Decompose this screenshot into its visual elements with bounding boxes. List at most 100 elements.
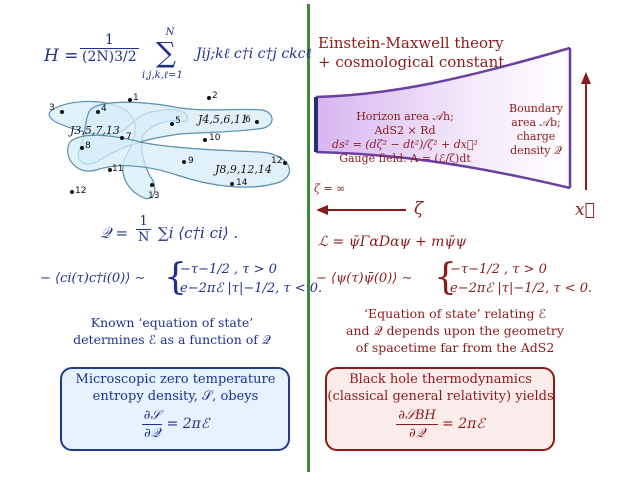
site-dot — [203, 138, 207, 142]
site-dot — [207, 96, 211, 100]
ads2-geometry: Horizon area 𝒜h; AdS2 × Rd ds² = (dζ² − … — [310, 40, 610, 240]
right-caption-line: ‘Equation of state’ relating ℰ — [364, 306, 546, 321]
box-left-rhs: = 2πℰ — [166, 416, 210, 432]
box-left-num: ∂𝒮 — [141, 408, 163, 425]
site-dot — [182, 160, 186, 164]
box-right-line: (classical general relativity) yields — [327, 389, 554, 404]
box-left-derivative: ∂𝒮 ∂𝒬 — [141, 407, 163, 442]
boundary-line: area 𝒜b; — [511, 116, 561, 129]
site-dot — [150, 183, 154, 187]
box-left-line: entropy density, 𝒮, obeys — [92, 389, 259, 404]
site-dot — [108, 168, 112, 172]
syk-diagram: 1 2 3 4 5 6 7 8 9 10 11 12 12 13 14 J3,5… — [40, 90, 302, 205]
site-label: 2 — [212, 91, 218, 101]
site-dot — [170, 122, 174, 126]
horizon-line: ds² = (dζ² − dt²)/ζ² + dx⃗² — [332, 138, 478, 151]
boundary-line: charge — [516, 130, 556, 143]
green-left-lhs: − ⟨ci(τ)c†i(0)⟩ ∼ — [40, 271, 146, 286]
sum-upper-limit: N — [165, 27, 175, 38]
site-dot — [120, 136, 124, 140]
charge-prefactor: 1 N — [136, 214, 152, 245]
site-dot — [255, 120, 259, 124]
site-label: 5 — [175, 116, 181, 126]
boundary-line: Boundary — [509, 102, 563, 115]
right-title-line: Einstein-Maxwell theory — [318, 34, 504, 52]
hamiltonian-summand: Jij;kℓ c†i c†j ckcℓ — [196, 46, 312, 62]
box-right-num: ∂𝒮BH — [396, 408, 438, 425]
box-right-rhs: = 2πℰ — [442, 416, 485, 432]
site-dot — [283, 161, 287, 165]
site-dot — [96, 110, 100, 114]
horizon-line: Horizon area 𝒜h; — [356, 110, 454, 123]
site-label: 4 — [101, 104, 107, 114]
site-dot — [80, 146, 84, 150]
site-label: 3 — [49, 103, 55, 113]
charge-equation: 𝒬 = 1 N ∑i ⟨c†i ci⟩ . — [100, 214, 300, 252]
coupling-label: J8,9,12,14 — [215, 163, 272, 176]
zeta-arrow-head — [316, 205, 328, 215]
site-label: 9 — [188, 156, 194, 166]
microscopic-entropy-text: Microscopic zero temperature entropy den… — [60, 371, 291, 442]
box-right-derivative: ∂𝒮BH ∂𝒬 — [396, 407, 438, 442]
sum-symbol: ∑ — [156, 36, 176, 69]
site-label: 10 — [209, 133, 221, 143]
x-label: x⃗ — [575, 200, 595, 220]
horizon-line: Gauge field: A = (ℰ/ζ)dt — [339, 152, 471, 165]
site-label: 13 — [148, 191, 160, 201]
coupling-label: J3,5,7,13 — [70, 124, 120, 137]
box-left-line: Microscopic zero temperature — [75, 372, 276, 387]
boundary-line: density 𝒬 — [510, 144, 562, 157]
x-arrow-head — [581, 72, 591, 84]
right-caption-line: and 𝒬 depends upon the geometry — [346, 323, 564, 338]
green-left-row1: −τ−1/2 , τ > 0 — [180, 262, 277, 277]
site-label: 12 — [75, 186, 87, 196]
site-label: 6 — [245, 115, 251, 125]
hamiltonian-prefactor: 1 (2N)3/2 — [80, 32, 139, 65]
left-caption: Known ‘equation of state’ determines ℰ a… — [44, 314, 300, 348]
lagrangian: ℒ = ψ̄ΓαDαψ + mψ̄ψ — [318, 234, 467, 250]
hamiltonian-lhs: H = — [44, 46, 79, 66]
prefactor-den: (2N)3/2 — [82, 49, 137, 65]
site-label: 14 — [236, 178, 248, 188]
right-title: Einstein-Maxwell theory + cosmological c… — [318, 34, 504, 72]
black-hole-thermo-box — [325, 367, 555, 451]
site-dot — [60, 110, 64, 114]
site-dot — [128, 98, 132, 102]
prefactor-num: 1 — [80, 32, 139, 49]
green-function-left: − ⟨ci(τ)c†i(0)⟩ ∼ { −τ−1/2 , τ > 0 e−2πℰ… — [40, 257, 322, 302]
sum-lower-limit: i,j,k,ℓ=1 — [142, 70, 183, 81]
green-right-brace: { — [434, 257, 457, 298]
green-left-row2: e−2πℰ |τ|−1/2, τ < 0. — [180, 281, 323, 296]
charge-rhs: ∑i ⟨c†i ci⟩ . — [158, 224, 239, 242]
box-right-den: ∂𝒬 — [409, 426, 426, 441]
bulk-region — [316, 48, 570, 188]
green-function-right: − ⟨ψ(τ)ψ̄(0)⟩ ∼ { −τ−1/2 , τ > 0 e−2πℰ |… — [316, 257, 616, 302]
panel-divider — [307, 4, 310, 472]
green-right-lhs: − ⟨ψ(τ)ψ̄(0)⟩ ∼ — [316, 271, 413, 286]
bulk-shape — [314, 46, 591, 215]
box-left-formula: ∂𝒮 ∂𝒬 = 2πℰ — [60, 407, 291, 442]
right-caption: ‘Equation of state’ relating ℰ and 𝒬 dep… — [320, 305, 590, 356]
right-title-line: + cosmological constant — [318, 53, 505, 71]
site-dot — [70, 190, 74, 194]
right-caption-line: of spacetime far from the AdS2 — [355, 340, 555, 355]
charge-lhs: 𝒬 = — [100, 224, 129, 242]
throat-upper-edge — [315, 46, 571, 99]
coupling-label: J4,5,6,11 — [198, 113, 248, 126]
zeta-infinity-label: ζ = ∞ — [314, 182, 346, 195]
microscopic-entropy-box — [60, 367, 290, 451]
site-label: 8 — [85, 141, 91, 151]
hamiltonian-equation: H = 1 (2N)3/2 N ∑ i,j,k,ℓ=1 Jij;kℓ c†i c… — [40, 27, 311, 90]
horizon-line: AdS2 × Rd — [374, 124, 436, 137]
coupling-region-c — [67, 134, 291, 188]
site-dot — [230, 182, 234, 186]
site-label: 7 — [126, 132, 132, 142]
charge-num: 1 — [136, 214, 152, 230]
horizon-description: Horizon area 𝒜h; AdS2 × Rd ds² = (dζ² − … — [320, 110, 490, 166]
green-right-row2: e−2πℰ |τ|−1/2, τ < 0. — [450, 281, 593, 296]
site-label: 11 — [112, 164, 124, 174]
box-right-formula: ∂𝒮BH ∂𝒬 = 2πℰ — [325, 407, 556, 442]
site-label: 12 — [271, 156, 283, 166]
box-right-line: Black hole thermodynamics — [349, 372, 532, 387]
charge-den: N — [138, 230, 150, 245]
